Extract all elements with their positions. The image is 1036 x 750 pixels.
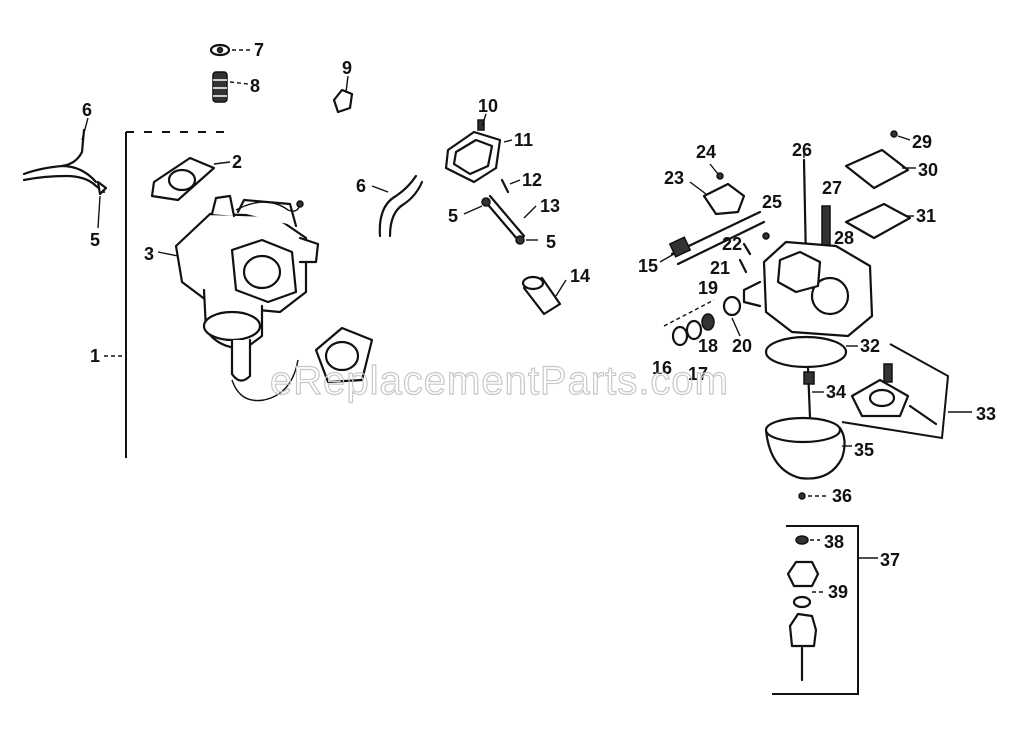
callout-35: 35	[854, 440, 874, 460]
callout-23: 23	[664, 168, 684, 188]
callout-19: 19	[698, 278, 718, 298]
bowl-nut-assembly-37	[772, 525, 859, 695]
cover-31	[844, 202, 912, 240]
float-bowl-35	[764, 416, 846, 480]
callout-21: 21	[710, 258, 730, 278]
callout-13: 13	[540, 196, 560, 216]
callout-16: 16	[652, 358, 672, 378]
hose-clamp-5-left	[96, 180, 108, 196]
callout-32: 32	[860, 336, 880, 356]
screw-27	[821, 205, 831, 247]
nut-7	[209, 43, 231, 57]
callout-39: 39	[828, 582, 848, 602]
callout-31: 31	[916, 206, 936, 226]
assembly-bracket-1	[104, 131, 234, 458]
jet-cluster-16-20	[663, 295, 742, 347]
callout-10: 10	[478, 96, 498, 116]
callout-9: 9	[342, 58, 352, 78]
carburetor-body-right	[742, 240, 874, 338]
pin-12	[500, 178, 510, 194]
spring-8	[212, 71, 228, 103]
callout-18: 18	[698, 336, 718, 356]
screw-22	[742, 242, 752, 256]
fuel-hose-left	[22, 128, 106, 194]
callout-5-middle: 5	[448, 206, 458, 226]
callout-22: 22	[722, 234, 742, 254]
callout-28: 28	[834, 228, 854, 248]
clip-9	[332, 88, 354, 114]
callout-37: 37	[880, 550, 900, 570]
callout-5-right: 5	[546, 232, 556, 252]
float-assembly-33	[841, 343, 950, 440]
callout-14: 14	[570, 266, 590, 286]
callout-25: 25	[762, 192, 782, 212]
callout-38: 38	[824, 532, 844, 552]
hose-13	[481, 194, 526, 245]
carburetor-assembly-3	[174, 194, 320, 402]
callout-34: 34	[826, 382, 846, 402]
bowl-gasket-32	[764, 335, 848, 369]
callout-5-left: 5	[90, 230, 100, 250]
fuel-hose-middle	[378, 174, 424, 238]
callout-2: 2	[232, 152, 242, 172]
gasket-2	[150, 156, 216, 202]
throttle-shaft-15	[668, 210, 766, 266]
fuel-filter-14	[521, 275, 562, 316]
watermark-text: eReplacementParts.com	[270, 359, 729, 403]
callout-11: 11	[514, 130, 533, 150]
gasket-lower	[314, 326, 374, 384]
callout-26: 26	[792, 140, 812, 160]
callout-33: 33	[976, 404, 996, 424]
callout-36: 36	[832, 486, 852, 506]
screw-21	[738, 258, 748, 274]
rod-34	[803, 366, 815, 420]
callout-12: 12	[522, 170, 542, 190]
callout-6-middle: 6	[356, 176, 366, 196]
callout-3: 3	[144, 244, 154, 264]
plate-23	[702, 172, 746, 216]
callout-27: 27	[822, 178, 842, 198]
cover-30	[844, 130, 910, 190]
callout-7: 7	[254, 40, 264, 60]
callout-8: 8	[250, 76, 260, 96]
pin-25	[762, 232, 770, 240]
callout-29: 29	[912, 132, 932, 152]
callout-24: 24	[696, 142, 716, 162]
callout-6-left: 6	[82, 100, 92, 120]
callout-1: 1	[90, 346, 100, 366]
filter-assembly-11	[444, 119, 502, 184]
callout-15: 15	[638, 256, 658, 276]
callout-17: 17	[688, 364, 708, 384]
washer-36	[798, 492, 806, 500]
callout-30: 30	[918, 160, 938, 180]
callout-20: 20	[732, 336, 752, 356]
